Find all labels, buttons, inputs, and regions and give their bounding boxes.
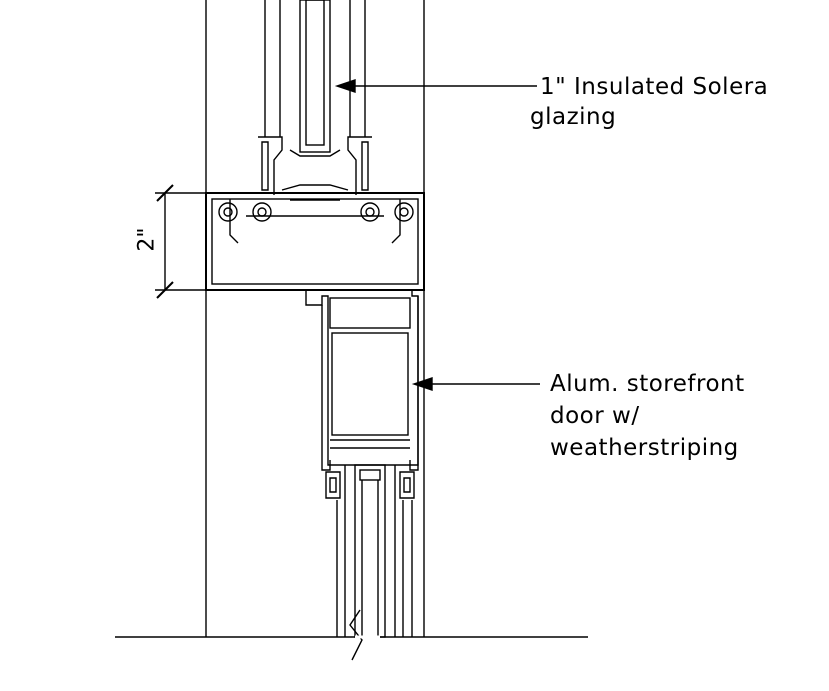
door-frame xyxy=(305,290,419,466)
weatherstrip-gasket xyxy=(325,471,415,499)
glazing-callout-line1: 1" Insulated Solera xyxy=(540,74,769,100)
door-callout-line1: Alum. storefront xyxy=(550,371,745,397)
dimension-label: 2" xyxy=(134,227,160,252)
door-callout-line2: door w/ xyxy=(550,403,640,429)
door-rail xyxy=(331,332,409,436)
screw-icon xyxy=(218,202,414,222)
glazing-callout-line2: glazing xyxy=(530,104,617,130)
head-frame xyxy=(205,192,425,291)
dimension-line xyxy=(155,184,206,299)
door-callout-line3: weatherstriping xyxy=(550,435,739,461)
insulated-glass-unit xyxy=(299,0,331,153)
break-line xyxy=(349,609,363,661)
